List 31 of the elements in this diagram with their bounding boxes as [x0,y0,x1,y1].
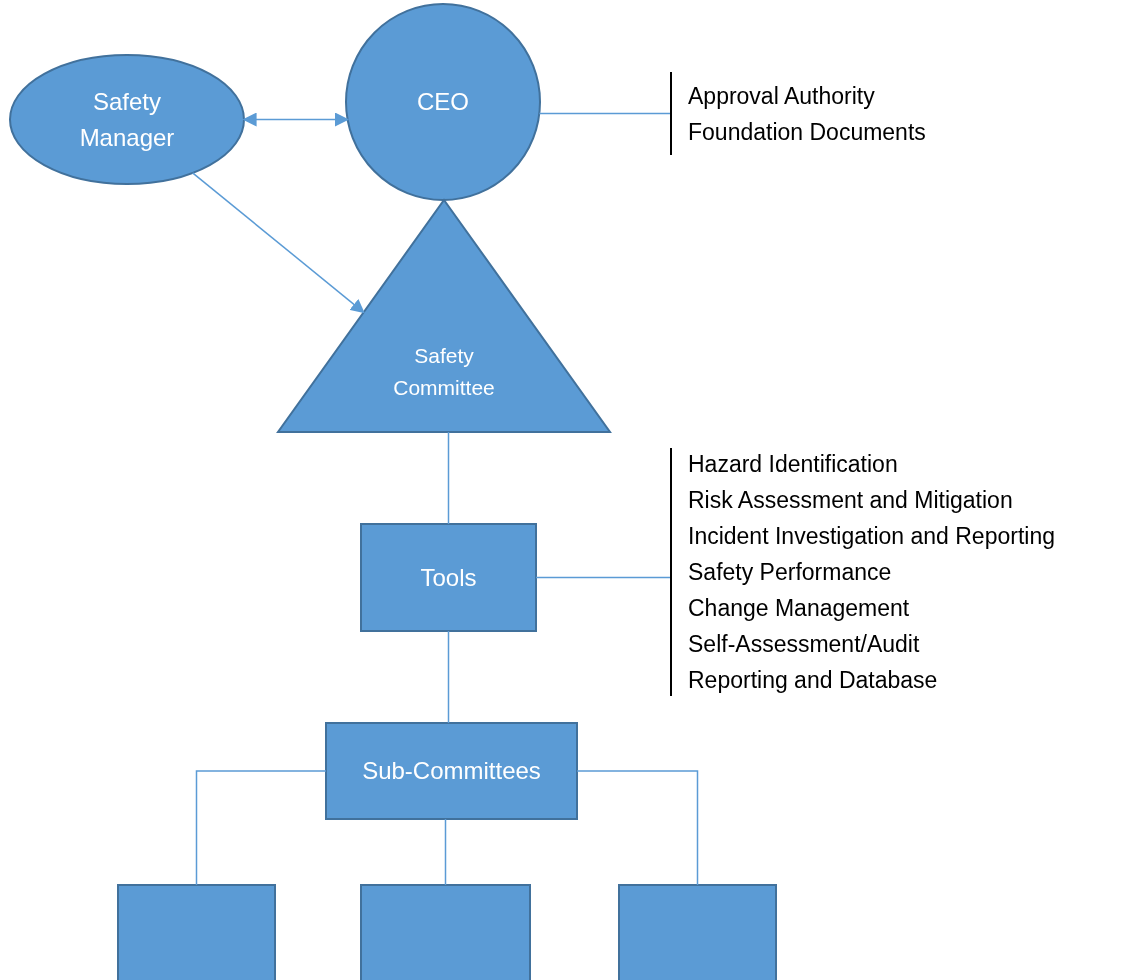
node-label: Tools [420,562,477,593]
list-item: Self-Assessment/Audit [688,630,921,659]
connector-line [576,770,699,886]
ellipse-node [9,54,245,185]
connector-line [195,770,327,886]
triangle-node [276,198,612,433]
connector-line [447,630,450,724]
list-item: Risk Assessment and Mitigation [688,486,1014,515]
node-label: Safety Committee [392,343,496,401]
arrow [191,172,365,314]
list-item: Safety Performance [688,558,893,587]
list-item: Reporting and Database [688,666,939,695]
connector-line [535,576,671,579]
connector-line [538,112,671,115]
process-box [360,523,537,632]
node-label: Safety Manager [78,86,176,153]
empty-box [360,884,531,980]
node-label: Sub-Committees [362,756,541,786]
connector-line [447,431,450,525]
empty-box [618,884,777,980]
list-item: Approval Authority [688,81,876,111]
arrow [242,112,349,127]
list-item: Hazard Identification [688,450,899,479]
list-item: Change Management [688,594,911,623]
list-item: Incident Investigation and Reporting [688,522,1056,551]
process-box [325,722,578,820]
empty-box [117,884,276,980]
list-item: Foundation Documents [688,117,927,147]
connector-line [444,818,447,886]
node-label: CEO [417,87,469,117]
circle-node [345,3,541,201]
